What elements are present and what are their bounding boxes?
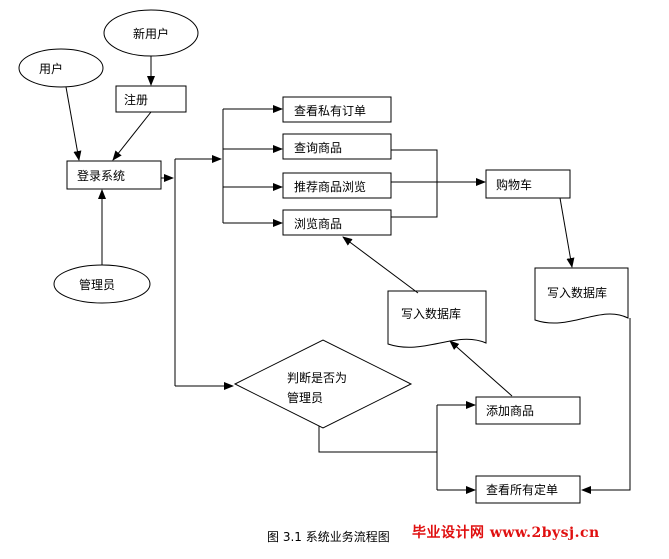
node-new-user-label: 新用户	[133, 26, 169, 41]
edge-writedb-allorders	[581, 318, 631, 494]
edge-register-login	[112, 111, 152, 161]
node-register-label: 注册	[124, 92, 148, 107]
node-write-db-2: 写入数据库	[387, 290, 487, 348]
node-view-all-orders-label: 查看所有定单	[486, 482, 558, 497]
figure-caption: 图 3.1 系统业务流程图	[267, 530, 390, 544]
node-login: 登录系统	[66, 160, 162, 190]
node-browse-products: 浏览商品	[282, 209, 392, 236]
node-register: 注册	[115, 85, 187, 113]
node-write-db-2-label: 写入数据库	[401, 306, 461, 321]
node-cart-label: 购物车	[496, 177, 532, 192]
edge-writedb2-browse	[342, 236, 419, 294]
node-is-admin-label-2: 管理员	[287, 390, 323, 405]
node-is-admin-decision: 判断是否为 管理员	[233, 339, 413, 429]
merge-query-browse	[391, 149, 438, 218]
node-login-label: 登录系统	[77, 168, 125, 183]
node-query-products-label: 查询商品	[294, 140, 342, 155]
node-browse-products-label: 浏览商品	[294, 216, 342, 231]
node-admin-label: 管理员	[79, 277, 115, 292]
node-view-private-orders-label: 查看私有订单	[294, 104, 366, 118]
node-write-db-1: 写入数据库	[534, 267, 629, 324]
node-query-products: 查询商品	[282, 133, 392, 160]
node-write-db-1-label: 写入数据库	[547, 285, 607, 300]
edge-decision-split	[318, 426, 437, 453]
node-recommend-browse: 推荐商品浏览	[282, 172, 392, 199]
edge-cart-writedb	[559, 197, 575, 268]
edge-add-writedb2	[449, 340, 513, 397]
node-new-user: 新用户	[103, 9, 199, 57]
node-add-product: 添加商品	[475, 396, 581, 425]
node-user-label: 用户	[39, 61, 63, 76]
node-view-private-orders: 查看私有订单	[282, 96, 392, 123]
watermark: 毕业设计网 www.2bysj.cn	[412, 525, 600, 541]
connectors	[65, 56, 631, 494]
node-admin: 管理员	[53, 264, 151, 304]
node-user: 用户	[18, 48, 104, 88]
node-is-admin-label-1: 判断是否为	[287, 370, 347, 385]
node-view-all-orders: 查看所有定单	[475, 475, 581, 504]
node-recommend-browse-label: 推荐商品浏览	[294, 179, 366, 194]
edge-user-login	[65, 86, 82, 161]
node-add-product-label: 添加商品	[486, 403, 534, 418]
node-cart: 购物车	[485, 169, 571, 199]
